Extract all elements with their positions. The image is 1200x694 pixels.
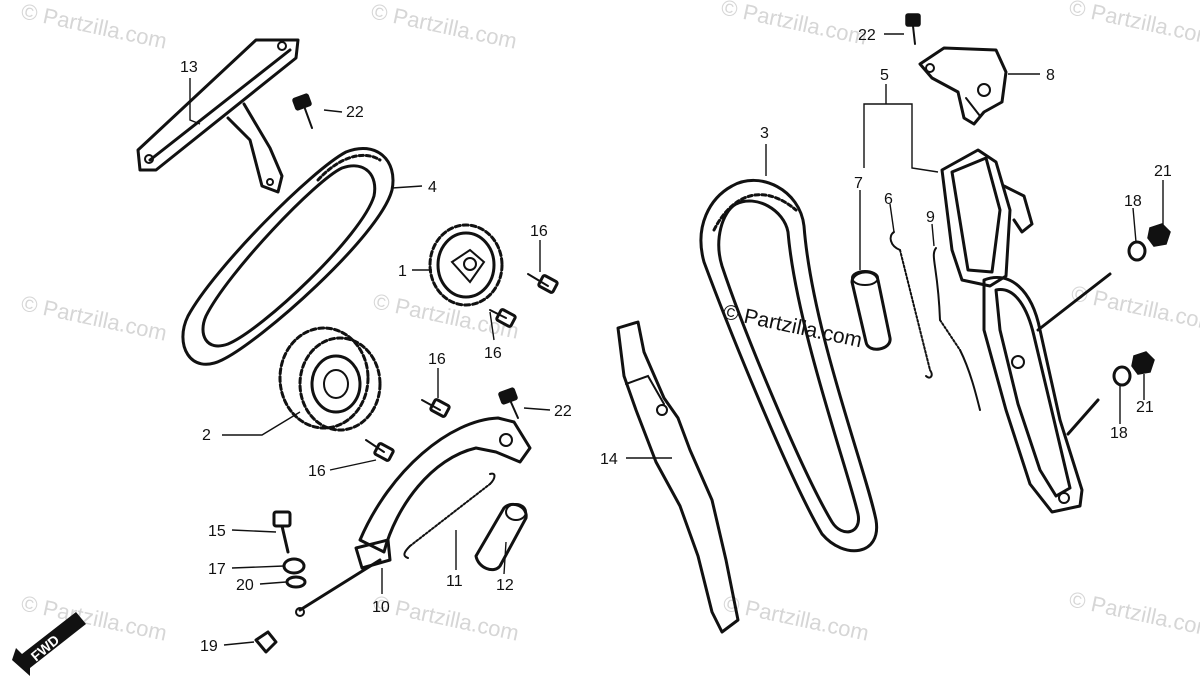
watermark: © Partzilla.com [719, 0, 869, 50]
watermark: © Partzilla.com [369, 0, 519, 54]
bolt-16-left [421, 398, 451, 418]
watermark: © Partzilla.com [721, 590, 871, 645]
nut-21-lower [1131, 351, 1155, 375]
part-12-roller [474, 502, 528, 572]
callout-2: 2 [202, 427, 211, 444]
watermark: © Partzilla.com [19, 0, 169, 54]
callout-18: 18 [1110, 425, 1128, 442]
watermark: © Partzilla.com [1067, 586, 1200, 641]
callout-18: 18 [1124, 193, 1142, 210]
watermark: © Partzilla.com [1069, 280, 1200, 335]
callout-13: 13 [180, 59, 198, 76]
watermark: © Partzilla.com [19, 290, 169, 345]
part-1-sprocket [428, 223, 504, 307]
callout-22: 22 [858, 27, 876, 44]
callout-5: 5 [880, 67, 889, 84]
callout-22: 22 [554, 403, 572, 420]
bolt-16-lower [365, 439, 395, 462]
bolts [254, 93, 559, 654]
callout-16: 16 [484, 345, 502, 362]
part-7-roller [850, 270, 892, 351]
washer-17 [282, 557, 306, 575]
bolt-22-top [292, 93, 313, 129]
part-10-tensioner-arm [295, 416, 532, 617]
callout-16: 16 [530, 223, 548, 240]
callout-15: 15 [208, 523, 226, 540]
bolt-22-right [905, 13, 921, 45]
bolt-22-arm [498, 387, 519, 419]
fwd-direction-indicator: FWD [12, 612, 86, 676]
callout-1: 1 [398, 263, 407, 280]
nut-21-upper [1147, 223, 1171, 247]
bolt-16-upper [527, 273, 559, 294]
callout-22: 22 [346, 104, 364, 121]
part-13-guide-bracket [136, 38, 300, 194]
callout-11: 11 [446, 573, 463, 590]
bolt-16-middle [489, 308, 517, 328]
callout-12: 12 [496, 577, 514, 594]
callout-21: 21 [1154, 163, 1172, 180]
part-11-spring [403, 472, 496, 559]
part-14-chain-guide [616, 320, 740, 634]
part-8-bracket [918, 46, 1008, 126]
clip-20 [285, 575, 307, 589]
watermark: © Partzilla.com [371, 590, 521, 645]
callout-4: 4 [428, 179, 437, 196]
callouts: 13 22 4 1 16 16 2 16 16 22 15 17 20 19 1… [180, 27, 1172, 655]
callout-16: 16 [308, 463, 326, 480]
callout-8: 8 [1046, 67, 1055, 84]
callout-14: 14 [600, 451, 618, 468]
bolt-15 [272, 510, 292, 554]
washer-18-upper [1127, 240, 1147, 262]
part-6-spring [889, 231, 933, 379]
callout-10: 10 [372, 599, 390, 616]
part-2-double-sprocket [278, 326, 382, 432]
callout-20: 20 [236, 577, 254, 594]
callout-9: 9 [926, 209, 935, 226]
callout-7: 7 [854, 175, 863, 192]
leader-lines [189, 33, 1164, 646]
part-3-cam-chain-large [699, 179, 879, 553]
callout-16: 16 [428, 351, 446, 368]
callout-6: 6 [884, 191, 893, 208]
tensioner-assembly [940, 148, 1112, 514]
watermark: © Partzilla.com [1067, 0, 1200, 50]
callout-19: 19 [200, 638, 218, 655]
callout-17: 17 [208, 561, 226, 578]
washer-18-lower [1112, 365, 1132, 387]
part-4-cam-chain [181, 146, 395, 366]
hardware-right [905, 13, 1171, 387]
plug-19 [254, 630, 278, 654]
watermark: © Partzilla.com [19, 590, 169, 645]
callout-3: 3 [760, 125, 769, 142]
callout-21: 21 [1136, 399, 1154, 416]
part-9-spring [932, 247, 981, 411]
